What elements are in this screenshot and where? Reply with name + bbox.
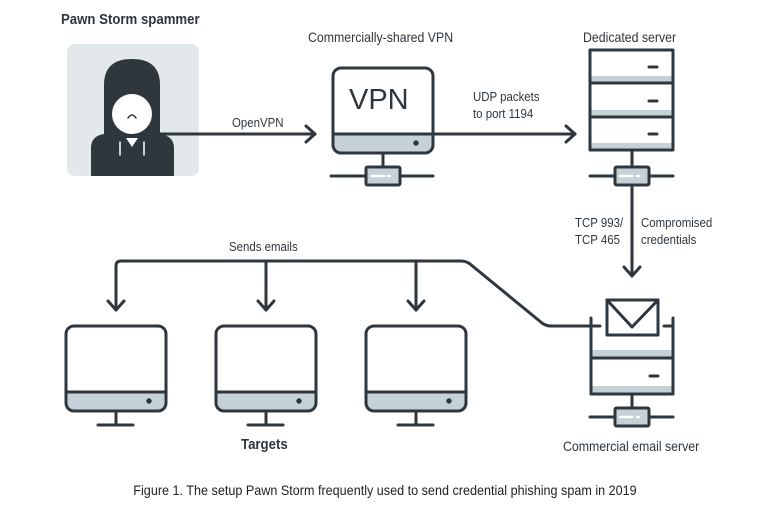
- tcp-label-line1: TCP 993/: [575, 215, 624, 230]
- email-server-icon: [588, 298, 675, 428]
- figure-caption: Figure 1. The setup Pawn Storm frequentl…: [133, 482, 637, 498]
- credentials-arrow: [622, 183, 642, 278]
- hooded-person-icon: [67, 44, 199, 176]
- dedicated-server-label: Dedicated server: [583, 29, 677, 45]
- udp-arrow: [431, 124, 577, 144]
- targets-label: Targets: [241, 436, 288, 453]
- sends-emails-label: Sends emails: [229, 239, 298, 254]
- udp-label-line2: to port 1194: [473, 106, 534, 121]
- vpn-monitor-icon: [329, 66, 435, 187]
- sends-emails-path: [106, 259, 593, 328]
- spammer-label: Pawn Storm spammer: [61, 11, 200, 28]
- openvpn-arrow: [158, 124, 317, 144]
- credentials-label-line1: Compromised: [641, 215, 713, 230]
- target-monitor-icon: [64, 324, 168, 427]
- email-server-label: Commercial email server: [563, 438, 700, 454]
- server-rack-icon: [588, 48, 675, 187]
- udp-label-line1: UDP packets: [473, 89, 540, 104]
- vpn-label: Commercially-shared VPN: [308, 29, 454, 45]
- openvpn-label: OpenVPN: [232, 115, 284, 130]
- target-monitor-icon: [214, 324, 318, 427]
- vpn-screen-text: VPN: [349, 84, 409, 116]
- tcp-label-line2: TCP 465: [575, 232, 620, 247]
- credentials-label-line2: credentials: [641, 232, 697, 247]
- target-monitor-icon: [364, 324, 468, 427]
